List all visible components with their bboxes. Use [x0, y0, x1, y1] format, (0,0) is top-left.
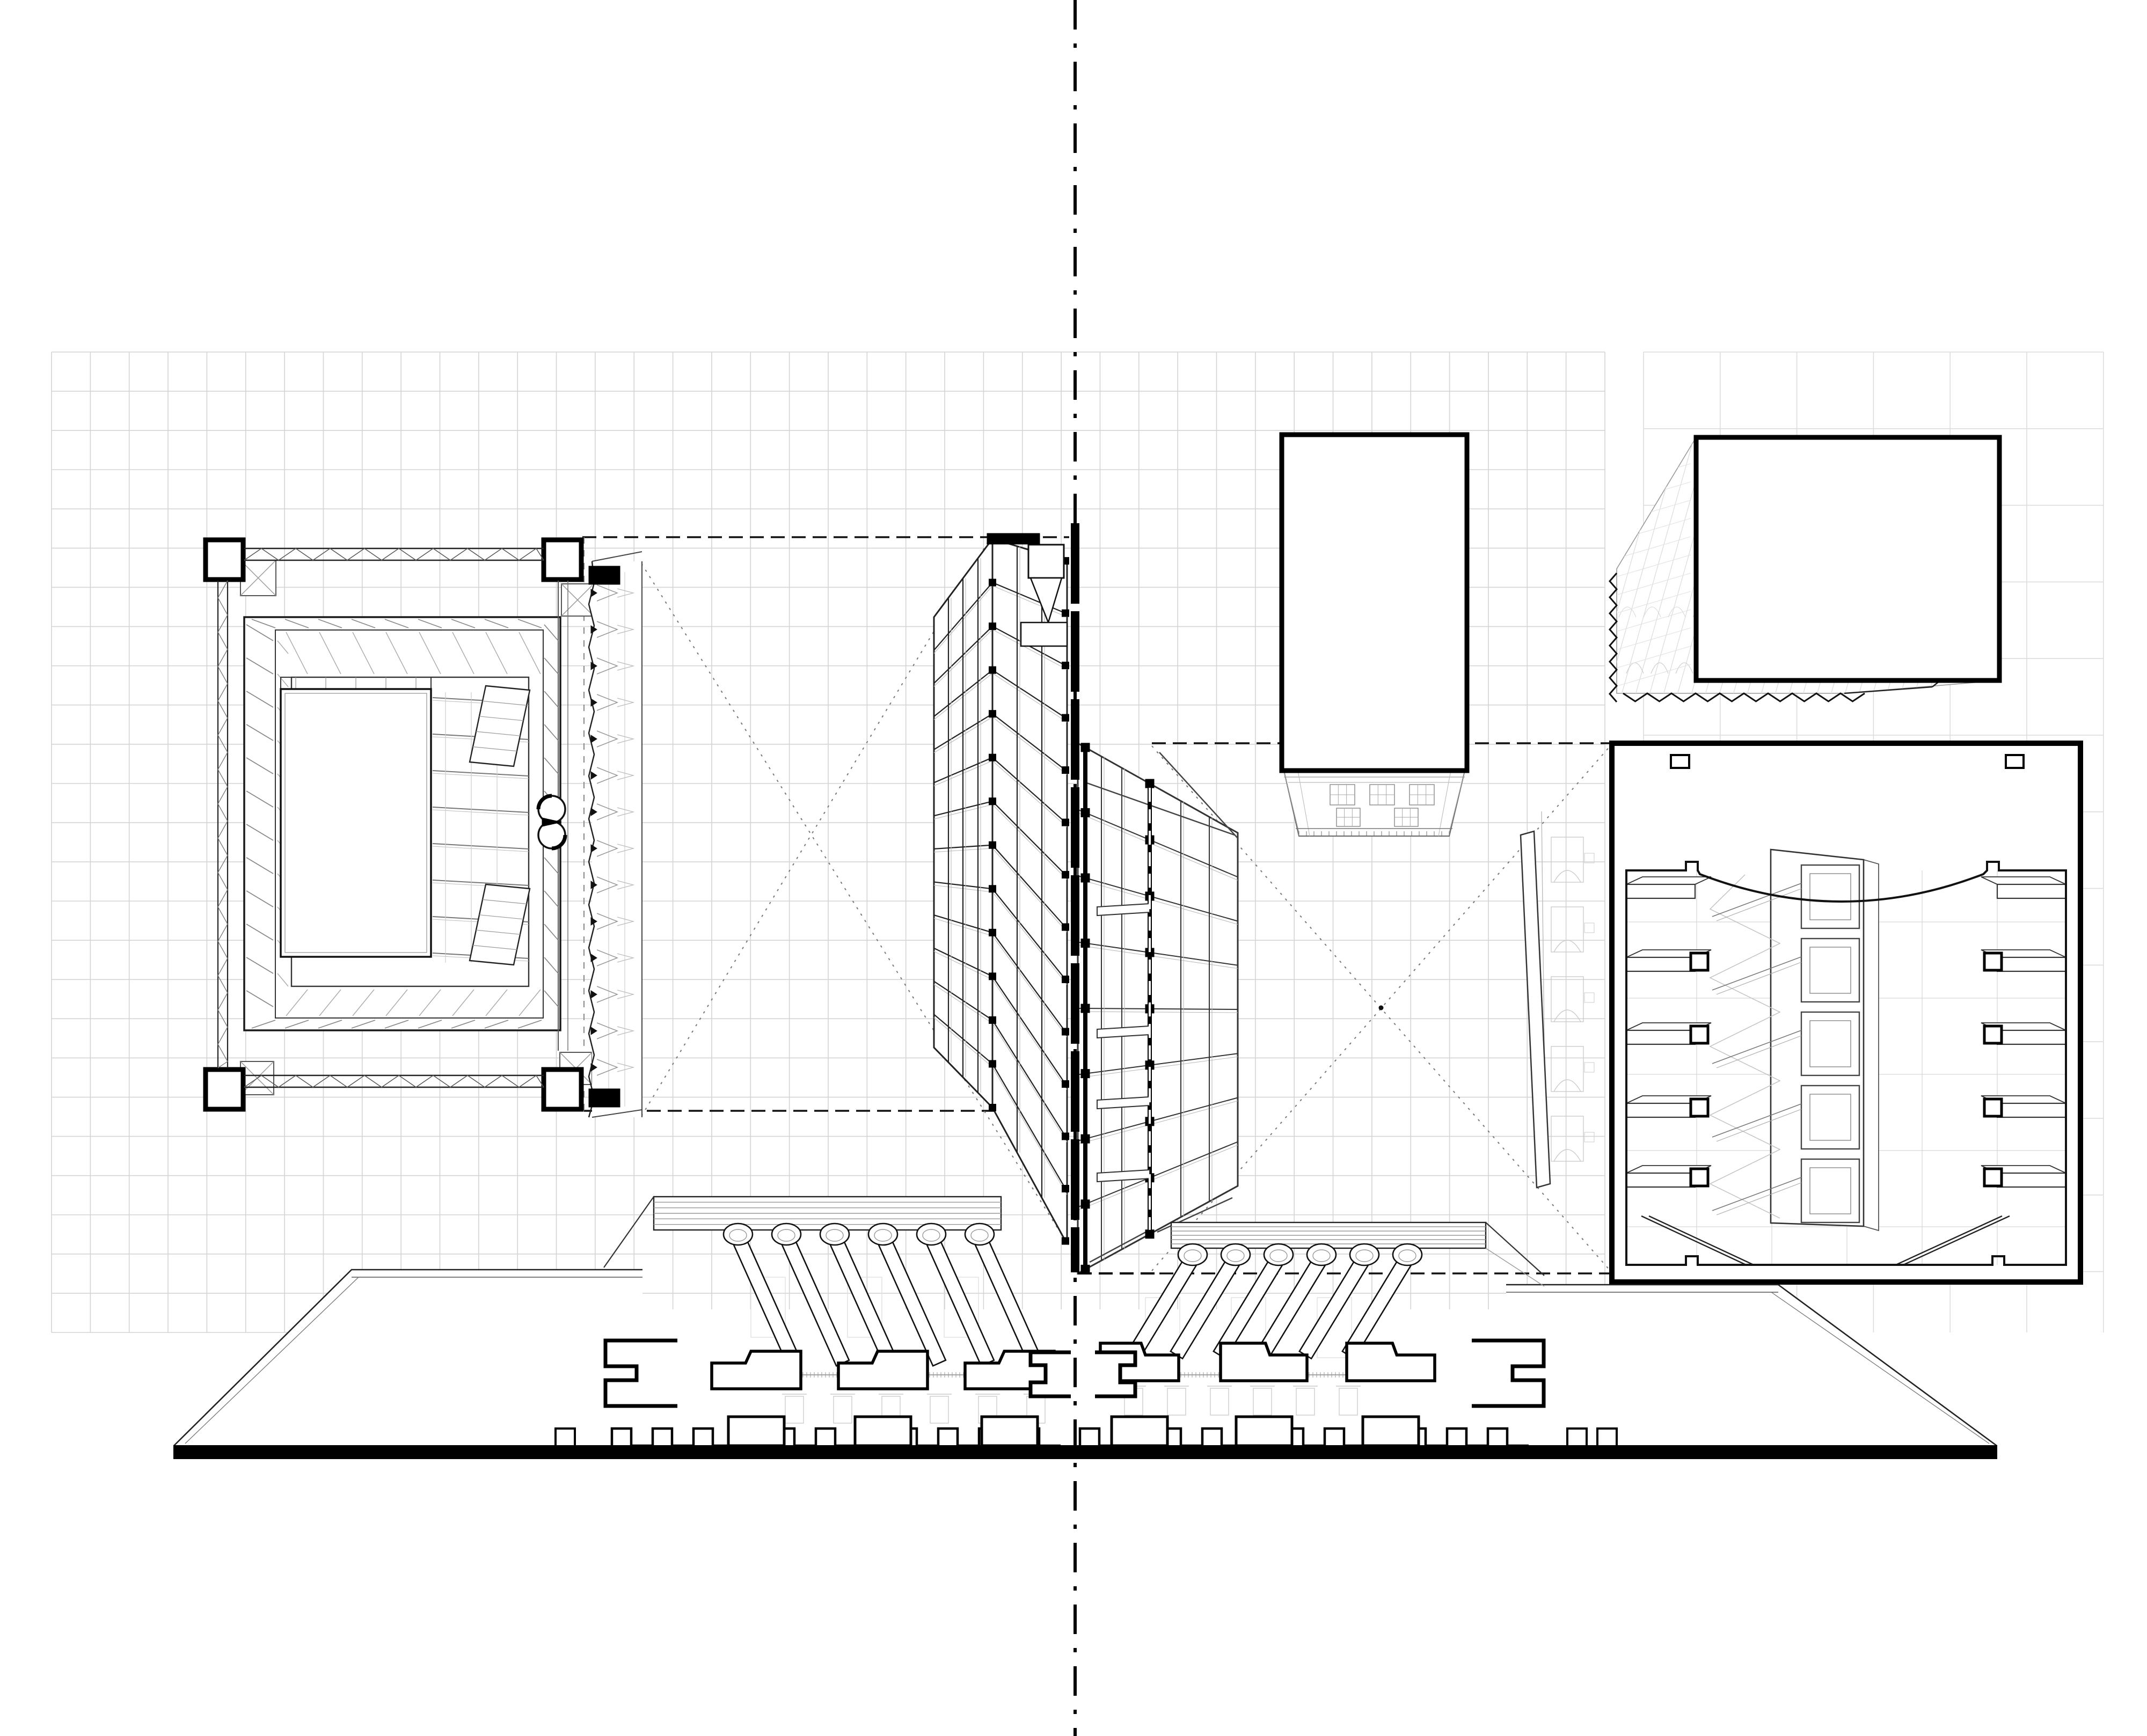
ornament-wall-fragment	[1520, 811, 1595, 1189]
right-curtain-wall-facade	[1077, 742, 1239, 1275]
baseplate-and-rails	[173, 1196, 1997, 1459]
gallery-room-interior	[1609, 741, 2083, 1285]
white-box-building	[1279, 432, 1470, 837]
facade-profile-band	[588, 551, 642, 1118]
left-curtain-wall-facade	[933, 533, 1069, 1245]
left-building-roof-plan	[203, 537, 594, 1112]
louvered-underside-box	[1609, 435, 2002, 702]
